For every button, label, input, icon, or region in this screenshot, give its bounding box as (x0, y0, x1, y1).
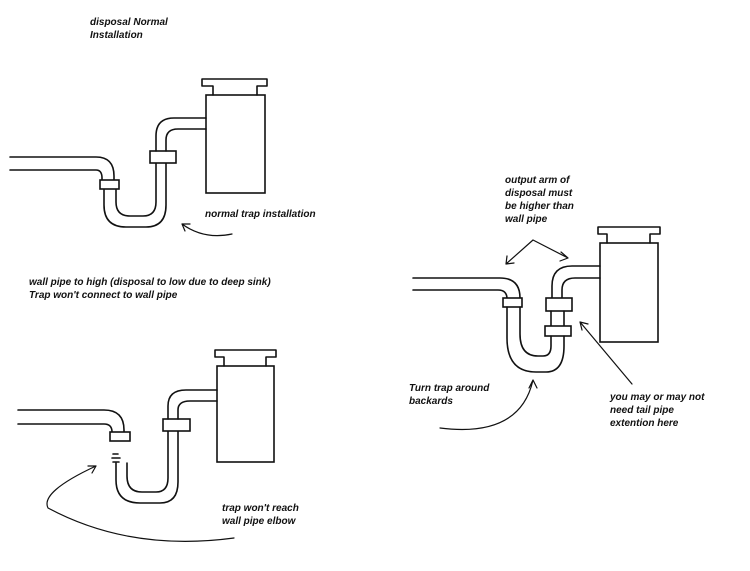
output-arm-line-2: disposal must (505, 188, 573, 199)
p-trap-normal (103, 161, 167, 228)
wall-pipe-too-high-line-1: wall pipe to high (disposal to low due t… (29, 277, 271, 288)
wall-pipe-too-high-sketch (17, 349, 277, 542)
disposal-outlet-arm-normal (155, 117, 207, 152)
trap-wont-reach-line-1: trap won't reach (222, 503, 299, 514)
wall-pipe-reversed (412, 277, 521, 300)
slip-nut-tail-pipe (544, 325, 572, 337)
arrow-turn-trap (439, 379, 538, 431)
tail-pipe-label: you may or may not need tail pipe extent… (610, 391, 704, 430)
disposal-outlet-arm-reversed (551, 265, 601, 299)
turn-trap-line-2: backards (409, 396, 453, 407)
output-arm-line-3: be higher than (505, 201, 574, 212)
wall-pipe-too-high-label: wall pipe to high (disposal to low due t… (29, 276, 271, 302)
tail-pipe-extension (550, 310, 565, 327)
trap-wont-reach-label: trap won't reach wall pipe elbow (222, 502, 299, 528)
turn-trap-label: Turn trap around backards (409, 382, 489, 408)
tail-pipe-line-2: need tail pipe (610, 405, 674, 416)
disposal-unit-reversed (597, 226, 661, 343)
output-arm-line-4: wall pipe (505, 214, 548, 225)
slip-nut-outlet-reversed (545, 297, 573, 312)
slip-nut-trap-too-high (162, 418, 191, 432)
slip-nut-wall-too-high (109, 431, 131, 442)
arrow-normal-trap (181, 223, 233, 237)
title-line-2: Installation (90, 30, 143, 41)
slip-nut-wall-reversed (502, 297, 523, 308)
output-arm-label: output arm of disposal must be higher th… (505, 174, 574, 226)
wall-pipe-normal (9, 156, 115, 185)
slip-nut-wall-normal (99, 179, 120, 190)
arrows-output-arm (505, 239, 569, 265)
trap-turned-around-sketch (412, 226, 661, 431)
trap-wont-reach-line-2: wall pipe elbow (222, 516, 296, 527)
normal-trap-label: normal trap installation (205, 208, 316, 221)
p-trap-short (111, 453, 121, 463)
title-line-1: disposal Normal (90, 17, 168, 28)
normal-trap-text: normal trap installation (205, 209, 316, 220)
arrow-trap-wont-reach (46, 465, 235, 542)
tail-pipe-line-1: you may or may not (610, 392, 705, 403)
turn-trap-line-1: Turn trap around (409, 383, 490, 394)
normal-installation-sketch (9, 78, 268, 237)
disposal-unit-too-high (214, 349, 277, 463)
wall-pipe-too-high-line-2: Trap won't connect to wall pipe (29, 290, 178, 301)
slip-nut-trap-normal (149, 150, 177, 164)
disposal-outlet-arm-too-high (167, 389, 218, 420)
tail-pipe-line-3: extention here (610, 418, 679, 429)
p-trap-too-high (115, 429, 179, 504)
title-label: disposal Normal Installation (90, 16, 168, 42)
output-arm-line-1: output arm of (505, 175, 570, 186)
arrow-tail-pipe (579, 321, 633, 385)
disposal-unit-normal (201, 78, 268, 194)
wall-pipe-too-high (17, 409, 125, 437)
p-trap-reversed (506, 306, 565, 373)
